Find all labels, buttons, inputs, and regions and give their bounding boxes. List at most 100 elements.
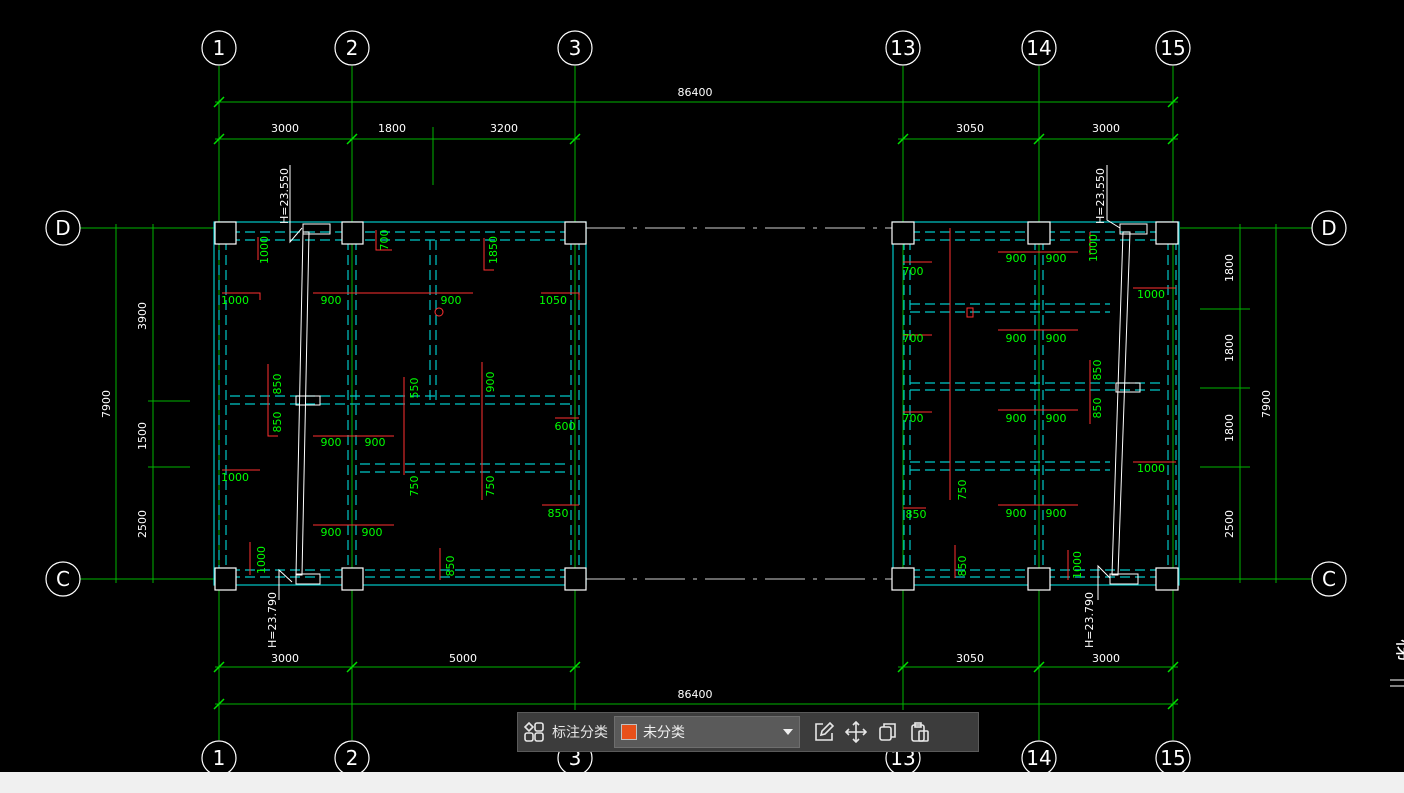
axis-bubble-top-1: 1 xyxy=(213,36,226,60)
stair-label: 梯 xyxy=(1392,639,1404,661)
dim-left-total: 7900 xyxy=(100,390,113,418)
axis-bubble-left-D: D xyxy=(55,216,70,240)
edit-icon[interactable] xyxy=(808,716,840,748)
axis-bubble-bottom-15: 15 xyxy=(1160,746,1185,770)
status-bar xyxy=(0,772,1404,793)
beam-label-right-11: 900 xyxy=(1046,412,1067,425)
beam-label-left-7: 850 xyxy=(271,374,284,395)
axis-bubble-bottom-14: 14 xyxy=(1026,746,1051,770)
category-select[interactable]: 未分类 xyxy=(614,716,800,748)
beam-label-right-7: 900 xyxy=(1046,332,1067,345)
axis-bubble-bottom-1: 1 xyxy=(213,746,226,770)
beam-label-right-0: 900 xyxy=(1006,252,1027,265)
beam-label-left-15: 750 xyxy=(408,476,421,497)
beam-label-left-5: 900 xyxy=(441,294,462,307)
beam-label-left-20: 1000 xyxy=(255,546,268,574)
beam-label-right-12: 850 xyxy=(1091,398,1104,419)
paste-icon[interactable] xyxy=(904,716,936,748)
axis-bubble-bottom-2: 2 xyxy=(346,746,359,770)
dim-top-right-1: 3000 xyxy=(1092,122,1120,135)
axis-bubble-top-2: 2 xyxy=(346,36,359,60)
category-label: 标注分类 xyxy=(552,725,608,741)
copy-icon[interactable] xyxy=(872,716,904,748)
axis-bubbles xyxy=(45,30,1347,776)
beam-label-right-15: 850 xyxy=(906,508,927,521)
drawing-svg: 123131415123131415DCDC864003000180032003… xyxy=(45,30,1404,776)
chevron-down-icon xyxy=(783,729,793,735)
axis-bubble-top-14: 14 xyxy=(1026,36,1051,60)
beam-label-left-8: 550 xyxy=(408,378,421,399)
beam-label-right-4: 1000 xyxy=(1137,288,1165,301)
elevation-label-1: H=23.790 xyxy=(266,592,279,648)
axis-bubble-bottom-3: 3 xyxy=(569,746,582,770)
elevation-label-2: H=23.550 xyxy=(1094,168,1107,224)
category-select-value: 未分类 xyxy=(643,725,685,741)
axis-bubble-top-3: 3 xyxy=(569,36,582,60)
beam-label-right-1: 900 xyxy=(1046,252,1067,265)
beam-label-right-14: 750 xyxy=(956,480,969,501)
elevation-label-3: H=23.790 xyxy=(1083,592,1096,648)
move-icon[interactable] xyxy=(840,716,872,748)
beam-label-left-6: 1050 xyxy=(539,294,567,307)
beam-label-left-3: 1000 xyxy=(221,294,249,307)
beam-label-left-9: 900 xyxy=(484,372,497,393)
beam-label-right-17: 900 xyxy=(1046,507,1067,520)
beam-label-right-18: 850 xyxy=(956,556,969,577)
beam-label-right-5: 700 xyxy=(903,332,924,345)
beam-label-right-13: 1000 xyxy=(1137,462,1165,475)
elevation-label-0: H=23.550 xyxy=(278,168,291,224)
beam-label-left-17: 850 xyxy=(548,507,569,520)
dim-bottom-left-0: 3000 xyxy=(271,652,299,665)
beam-label-left-18: 900 xyxy=(321,526,342,539)
axis-bubble-right-D-circle xyxy=(1311,210,1347,246)
dim-left-2: 2500 xyxy=(136,510,149,538)
dim-top-right-0: 3050 xyxy=(956,122,984,135)
beam-label-left-12: 900 xyxy=(365,436,386,449)
dim-top-left-2: 3200 xyxy=(490,122,518,135)
axis-bubble-left-C: C xyxy=(56,567,70,591)
beam-label-left-19: 900 xyxy=(362,526,383,539)
axis-bubble-top-13: 13 xyxy=(890,36,915,60)
axis-bubble-right-D: D xyxy=(1321,216,1336,240)
beam-label-left-4: 900 xyxy=(321,294,342,307)
axis-bubble-top-2-circle xyxy=(334,30,370,66)
dim-top-left-0: 3000 xyxy=(271,122,299,135)
axis-bubble-top-3-circle xyxy=(557,30,593,66)
dim-bottom-right-0: 3050 xyxy=(956,652,984,665)
beam-label-left-21: 850 xyxy=(444,556,457,577)
beam-label-right-16: 900 xyxy=(1006,507,1027,520)
beam-label-right-9: 700 xyxy=(903,412,924,425)
dim-right-0: 1800 xyxy=(1223,254,1236,282)
beam-label-left-10: 850 xyxy=(271,412,284,433)
axis-bubble-top-1-circle xyxy=(201,30,237,66)
axis-bubble-top-15-circle xyxy=(1155,30,1191,66)
dim-right-3: 2500 xyxy=(1223,510,1236,538)
beam-label-left-16: 750 xyxy=(484,476,497,497)
beam-label-right-19: 1000 xyxy=(1071,551,1084,579)
grid-icon[interactable] xyxy=(518,716,550,748)
beam-label-left-0: 1000 xyxy=(258,236,271,264)
dim-bottom-left-1: 5000 xyxy=(449,652,477,665)
beam-label-left-11: 900 xyxy=(321,436,342,449)
beam-label-right-2: 1000 xyxy=(1087,234,1100,262)
beam-label-left-1: 700 xyxy=(378,230,391,251)
dim-left-0: 3900 xyxy=(136,302,149,330)
annotation-toolbar: 标注分类 未分类 xyxy=(517,712,979,752)
dim-right-2: 1800 xyxy=(1223,414,1236,442)
axis-bubble-right-C-circle xyxy=(1311,561,1347,597)
category-color-swatch xyxy=(621,724,637,740)
dim-left-1: 1500 xyxy=(136,422,149,450)
beam-label-right-3: 700 xyxy=(903,265,924,278)
beam-label-left-14: 1000 xyxy=(221,471,249,484)
axis-bubble-top-15: 15 xyxy=(1160,36,1185,60)
dim-bottom-total: 86400 xyxy=(678,688,713,701)
axis-bubble-right-C: C xyxy=(1322,567,1336,591)
beam-label-right-10: 900 xyxy=(1006,412,1027,425)
beam-label-left-2: 1850 xyxy=(487,236,500,264)
dim-top-total: 86400 xyxy=(678,86,713,99)
axis-bubble-left-C-circle xyxy=(45,561,81,597)
beam-label-right-6: 900 xyxy=(1006,332,1027,345)
dim-right-total: 7900 xyxy=(1260,390,1273,418)
beam-label-left-13: 600 xyxy=(555,420,576,433)
